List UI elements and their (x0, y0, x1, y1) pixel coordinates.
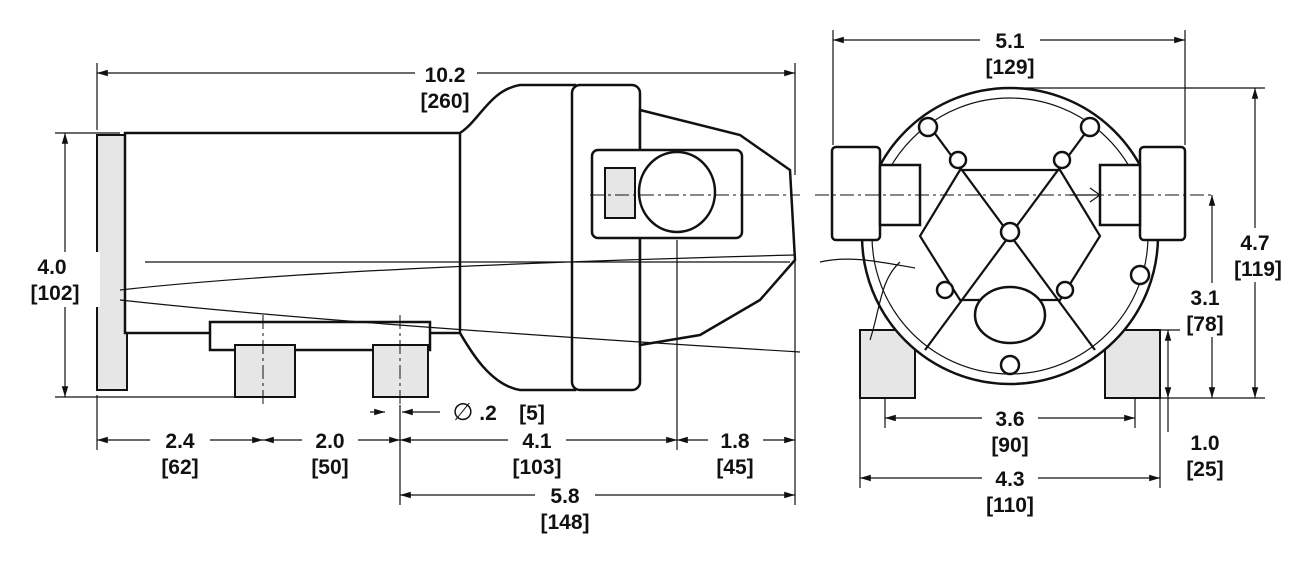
mounting-foot-rear (234, 344, 296, 398)
dim-label: .2 (479, 402, 497, 425)
motor-body (123, 131, 467, 335)
dim-hole-diameter: ∅ .2 [5] (370, 399, 545, 426)
dim-label-mm: [148] (540, 511, 589, 534)
dim-foot-height: 1.0 [25] (1160, 329, 1224, 481)
dim-label: 5.8 (550, 485, 580, 508)
diameter-symbol: ∅ (453, 399, 474, 426)
dim-height: 4.0 [102] (25, 132, 235, 398)
dim-label: 4.7 (1240, 232, 1269, 255)
dim-label: 2.4 (165, 430, 195, 453)
dim-label: 4.1 (522, 430, 552, 453)
dim-label-mm: [103] (512, 456, 561, 479)
dim-foot-inner-spacing: 3.6 [90] (884, 398, 1136, 457)
motor-bell-housing (458, 83, 577, 392)
dim-label: 4.3 (995, 468, 1024, 491)
dim-label: 4.0 (37, 256, 66, 279)
dim-label-mm: [45] (716, 456, 753, 479)
dim-label-mm: [25] (1186, 458, 1223, 481)
power-wires (119, 254, 801, 353)
motor-end-cap (96, 134, 128, 391)
port-fitting-detail (604, 167, 636, 219)
front-view (815, 86, 1215, 399)
dim-label-mm: [50] (311, 456, 348, 479)
outlet-port (1138, 145, 1187, 242)
dim-label-mm: [119] (1234, 258, 1282, 281)
dim-label: 10.2 (425, 64, 466, 87)
dim-label-mm: [129] (985, 56, 1034, 79)
dim-label-mm: [62] (161, 456, 198, 479)
dim-label-mm: [90] (991, 434, 1028, 457)
dim-label: 1.8 (720, 430, 750, 453)
dim-label: 5.1 (995, 30, 1025, 53)
dim-label: 3.6 (995, 408, 1024, 431)
side-view (96, 83, 801, 405)
dim-label-mm: [260] (420, 90, 469, 113)
screw-icons (917, 116, 1151, 376)
power-wires (819, 258, 916, 341)
dim-overall-length: 10.2 [260] (96, 60, 796, 175)
dim-label-mm: [5] (519, 402, 545, 425)
dim-label: 2.0 (315, 430, 344, 453)
dim-label: 3.1 (1190, 287, 1220, 310)
dim-label-mm: [110] (986, 494, 1034, 517)
dim-label-mm: [102] (30, 282, 79, 305)
dim-foot-outer-width: 4.3 [110] (859, 398, 1161, 517)
dim-port-height: 3.1 [78] (1178, 195, 1236, 398)
dim-foot-to-end: 5.8 [148] (400, 483, 795, 534)
pressure-switch (973, 285, 1047, 345)
dim-label: 1.0 (1190, 432, 1219, 455)
inlet-port (830, 145, 882, 242)
pump-head-hexagon (918, 168, 1102, 302)
dim-label-mm: [78] (1186, 313, 1223, 336)
dim-bottom-chain: 2.4 [62] 2.0 [50] 4.1 [103] 1.8 [45] (96, 240, 796, 505)
port-opening (637, 150, 717, 234)
